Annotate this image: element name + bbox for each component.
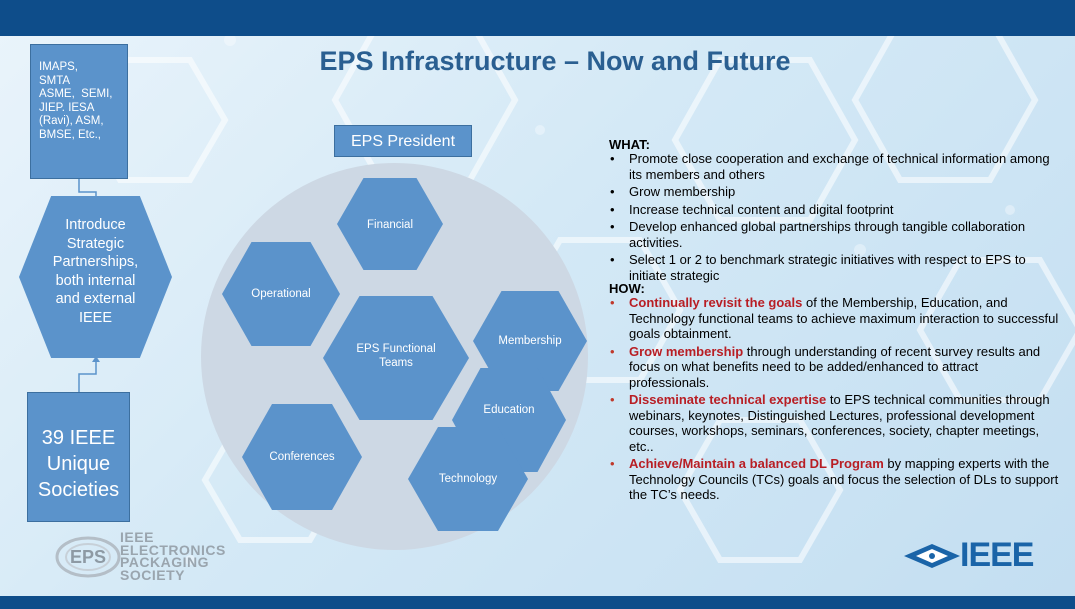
functional-teams-label: EPS Functional Teams <box>323 342 469 370</box>
financial-label: Financial <box>366 219 414 231</box>
how-item: Disseminate technical expertise to EPS t… <box>609 392 1059 454</box>
slide-title: EPS Infrastructure – Now and Future <box>319 46 791 76</box>
org-line: IMAPS, <box>39 61 78 73</box>
org-line: ASME, SEMI, <box>39 88 113 100</box>
functional-teams-line: EPS Functional <box>356 343 436 355</box>
what-list: Promote close cooperation and exchange o… <box>609 151 1059 283</box>
functional-teams-hexagon <box>323 296 469 420</box>
ieee-logo-text: IEEE <box>960 536 1034 574</box>
what-item: Promote close cooperation and exchange o… <box>609 151 1059 182</box>
how-item: Continually revisit the goals of the Mem… <box>609 295 1059 342</box>
functional-teams-line: Teams <box>379 357 413 369</box>
how-item-highlight: Grow membership <box>629 343 744 359</box>
what-item: Increase technical content and digital f… <box>609 202 1059 218</box>
eps-logo-text: IEEE ELECTRONICS PACKAGING SOCIETY <box>120 529 226 583</box>
how-item-highlight: Disseminate technical expertise <box>629 392 827 407</box>
societies-line: 39 IEEE <box>41 427 116 449</box>
eps-president-box: EPS President <box>334 125 472 157</box>
how-item-text: of the Membership, Education, and Techno… <box>629 295 1059 341</box>
conferences-label: Conferences <box>269 451 335 463</box>
eps-logo-line: IEEE <box>120 529 154 545</box>
how-item-text: through understanding of recent survey r… <box>629 343 1041 390</box>
strategic-partnerships-hexagon <box>19 196 172 358</box>
technology-label: Technology <box>438 473 498 485</box>
ieee-diamond-icon <box>904 544 960 568</box>
societies-line: Societies <box>37 479 120 501</box>
eps-logo-line: ELECTRONICS <box>120 541 226 558</box>
how-item-highlight: Achieve/Maintain a balanced DL Program <box>629 456 884 471</box>
bottom-bar <box>0 596 1075 609</box>
strategic-line: both internal <box>55 272 136 289</box>
org-line: JIEP. IESA <box>39 101 95 114</box>
what-item: Grow membership <box>609 184 1059 200</box>
education-label: Education <box>483 404 535 416</box>
how-list: Continually revisit the goals of the Mem… <box>609 295 1059 503</box>
eps-logo-line: PACKAGING <box>120 554 210 570</box>
svg-text:EPS: EPS <box>70 547 106 567</box>
operational-label: Operational <box>251 288 311 300</box>
top-bar <box>0 0 1075 36</box>
org-line: SMTA <box>39 74 71 87</box>
how-heading: HOW: <box>609 281 645 296</box>
strategic-line: and external <box>55 291 136 307</box>
how-item-highlight: Continually revisit the goals <box>629 295 803 310</box>
membership-label: Membership <box>498 335 562 347</box>
strategic-line: Strategic <box>66 235 125 252</box>
eps-logo-icon: EPS <box>55 536 121 578</box>
how-item: Grow membership through understanding of… <box>609 344 1059 391</box>
how-item-text: by mapping experts with the Technology C… <box>629 456 1059 502</box>
eps-logo-line: SOCIETY <box>120 566 185 583</box>
strategic-line: Partnerships, <box>52 254 139 270</box>
what-item: Develop enhanced global partnerships thr… <box>609 219 1059 250</box>
how-item: Achieve/Maintain a balanced DL Program b… <box>609 456 1059 503</box>
strategic-line: Introduce <box>65 217 126 233</box>
partner-organizations-box: IMAPS, SMTA ASME, SEMI, JIEP. IESA (Ravi… <box>30 44 128 179</box>
what-heading: WHAT: <box>609 137 650 152</box>
strategic-line: IEEE <box>78 309 113 326</box>
what-item: Select 1 or 2 to benchmark strategic ini… <box>609 252 1059 283</box>
how-item-text: to EPS technical communities through web… <box>629 392 1050 454</box>
org-line: (Ravi), ASM, <box>39 115 104 127</box>
org-line: BMSE, Etc., <box>39 128 101 141</box>
strategic-partnerships-text: Introduce Strategic Partnerships, both i… <box>19 216 172 327</box>
societies-line: Unique <box>46 453 111 475</box>
ieee-societies-box: 39 IEEE Unique Societies <box>27 392 130 522</box>
